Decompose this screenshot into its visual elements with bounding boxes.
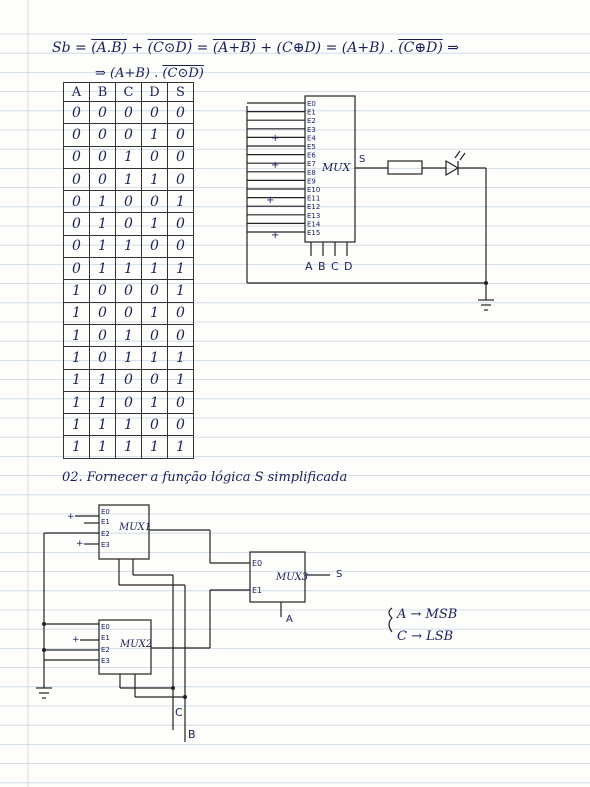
equation-dot: . [150,66,163,81]
select-b-label: B [188,728,196,741]
equation-term: (A+B) [110,66,151,81]
plus-label: + [67,512,75,522]
note-msb: A → MSB [396,607,457,622]
equation-term-1: (A.B) [91,40,127,56]
equation-prefix: Sb = [52,40,92,56]
select-c-label: C [175,706,183,719]
equation-term-4: (C⊕D) [276,40,322,56]
question-2-heading: 02. Fornecer a função lógica S simplific… [62,470,348,485]
mux2-label: MUX2 [119,639,152,650]
mux16-input-label: E11 [307,195,320,203]
equation-term: (C⊙D) [162,66,204,81]
mux16-input-label: E1 [307,109,316,117]
mux16-output-label: S [359,154,365,165]
mux16-input-label: E12 [307,203,320,211]
equation-line-1: Sb = (A.B) + (C⊙D) = (A+B) + (C⊕D) = (A+… [52,40,459,56]
mux3-block [249,551,306,603]
mux16-input-label: E6 [307,152,316,160]
mux16-select-a: A [305,260,313,273]
equation-term-3: (A+B) [212,40,256,56]
equation-equals: = [192,40,213,56]
mux2-block [98,619,152,675]
equation-plus: + [126,40,148,56]
mux1-input-e3: E3 [101,541,110,549]
table-cell: 1 [167,435,194,459]
mux16-select-d: D [344,260,352,273]
mux3-label: MUX3 [275,572,308,583]
mux16-select-c: C [331,260,339,273]
plus-label: + [76,539,84,549]
equation-term-5: (A+B) [341,40,385,56]
header-s: S [167,82,194,102]
resistor [387,160,423,175]
equation-term-2: (C⊙D) [147,40,193,56]
note-lsb: C → LSB [397,629,453,644]
equation-arrow: ⇒ [95,66,111,81]
mux16-label: MUX [321,161,352,174]
mux16-input-label: E14 [307,220,321,228]
equation-arrow: ⇒ [442,40,459,56]
mux3-output-label: S [336,569,342,580]
mux1-input-e2: E2 [101,530,110,538]
plus-label: + [271,133,279,144]
mux16-input-label: E7 [307,160,316,168]
led-diode [445,159,460,177]
mux1-input-e1: E1 [101,518,110,526]
mux16-input-label: E4 [307,134,316,142]
mux16-input-label: E5 [307,143,316,151]
mux16-input-label: E15 [307,229,320,237]
table-cell: 1 [167,279,194,303]
mux2-input-e3: E3 [101,657,110,665]
mux1-block [98,504,150,560]
mux16-block [304,95,356,243]
plus-label: + [266,195,274,206]
equation-line-2: ⇒ (A+B) . (C⊙D) [95,66,204,81]
mux16-input-label: E2 [307,117,316,125]
truth-table-header: A B C D S [63,82,194,102]
plus-label: + [72,635,80,645]
mux16-input-label: E8 [307,169,316,177]
equation-equals: = [321,40,342,56]
mux16-input-label: E10 [307,186,320,194]
mux2-input-e1: E1 [101,634,110,642]
equation-term-6: (C⊕D) [398,40,443,56]
equation-plus: + [255,40,277,56]
mux2-input-e0: E0 [101,623,110,631]
mux16-input-label: E9 [307,177,316,185]
mux16-input-label: E3 [307,126,316,134]
plus-label: + [271,160,279,171]
mux3-select-label: A [286,614,293,625]
plus-label: + [271,230,279,241]
equation-dot: . [384,40,399,56]
mux16-input-label: E0 [307,100,316,108]
mux2-input-e2: E2 [101,646,110,654]
mux3-input-e1: E1 [252,586,262,595]
mux3-input-e0: E0 [252,559,262,568]
mux16-select-b: B [318,260,326,273]
table-cell: 0 [167,100,194,125]
mux1-label: MUX1 [118,522,151,533]
mux16-input-label: E13 [307,212,320,220]
mux1-input-e0: E0 [101,508,110,516]
